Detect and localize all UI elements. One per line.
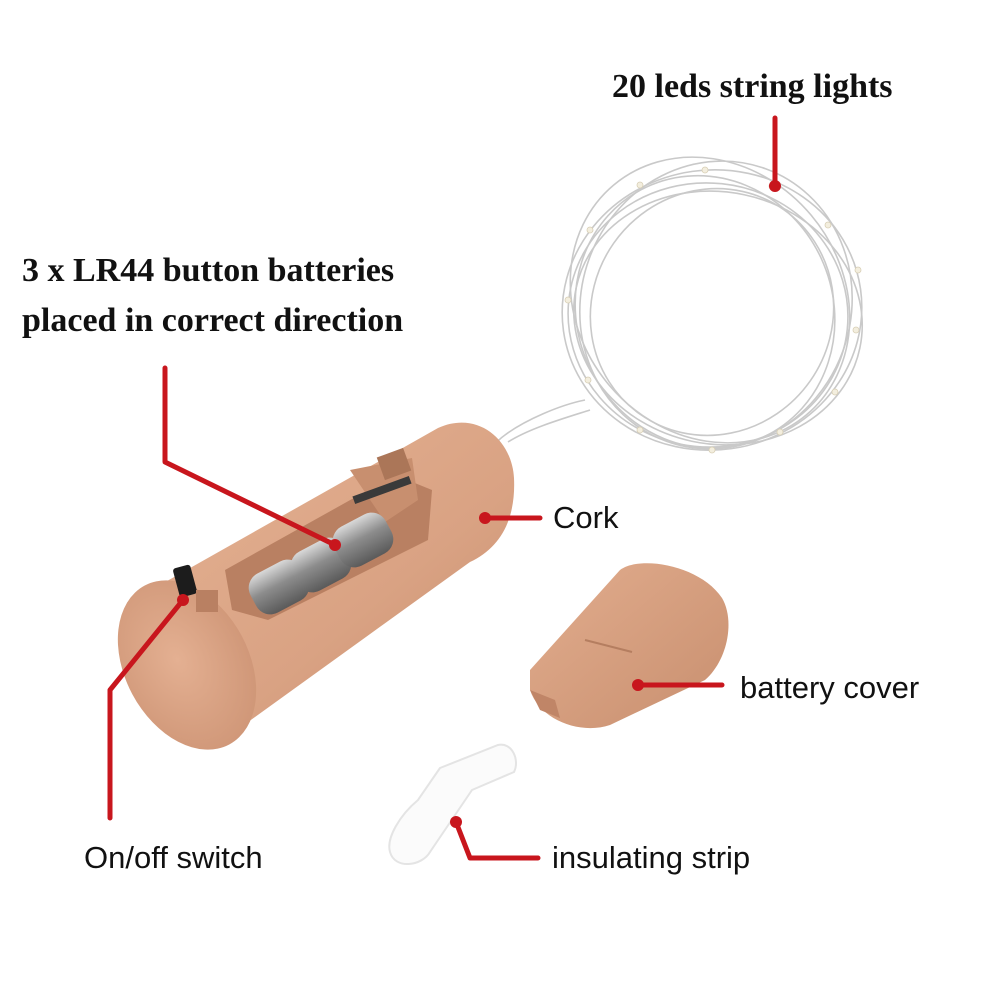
label-insulating-strip: insulating strip: [552, 840, 751, 875]
pointer-batteries: [162, 365, 338, 548]
pointer-dots: [177, 180, 781, 828]
label-battery-cover: battery cover: [740, 670, 920, 705]
batteries: [248, 475, 412, 615]
label-batteries-line1: 3 x LR44 button batteries: [22, 252, 395, 289]
pointer-lines: [107, 115, 778, 861]
label-batteries-line2: placed in correct direction: [22, 302, 404, 339]
label-switch: On/off switch: [84, 840, 263, 875]
switch-knob: [173, 564, 218, 612]
led-string-coil: [487, 156, 864, 461]
label-cork: Cork: [553, 500, 619, 535]
pointer-switch: [107, 597, 186, 821]
insulating-strip-piece: [388, 743, 517, 865]
label-string-lights: 20 leds string lights: [612, 68, 893, 105]
pointer-strip: [453, 819, 541, 861]
label-batteries: 3 x LR44 button batteries placed in corr…: [22, 246, 403, 346]
battery-cover-piece: [530, 563, 729, 729]
